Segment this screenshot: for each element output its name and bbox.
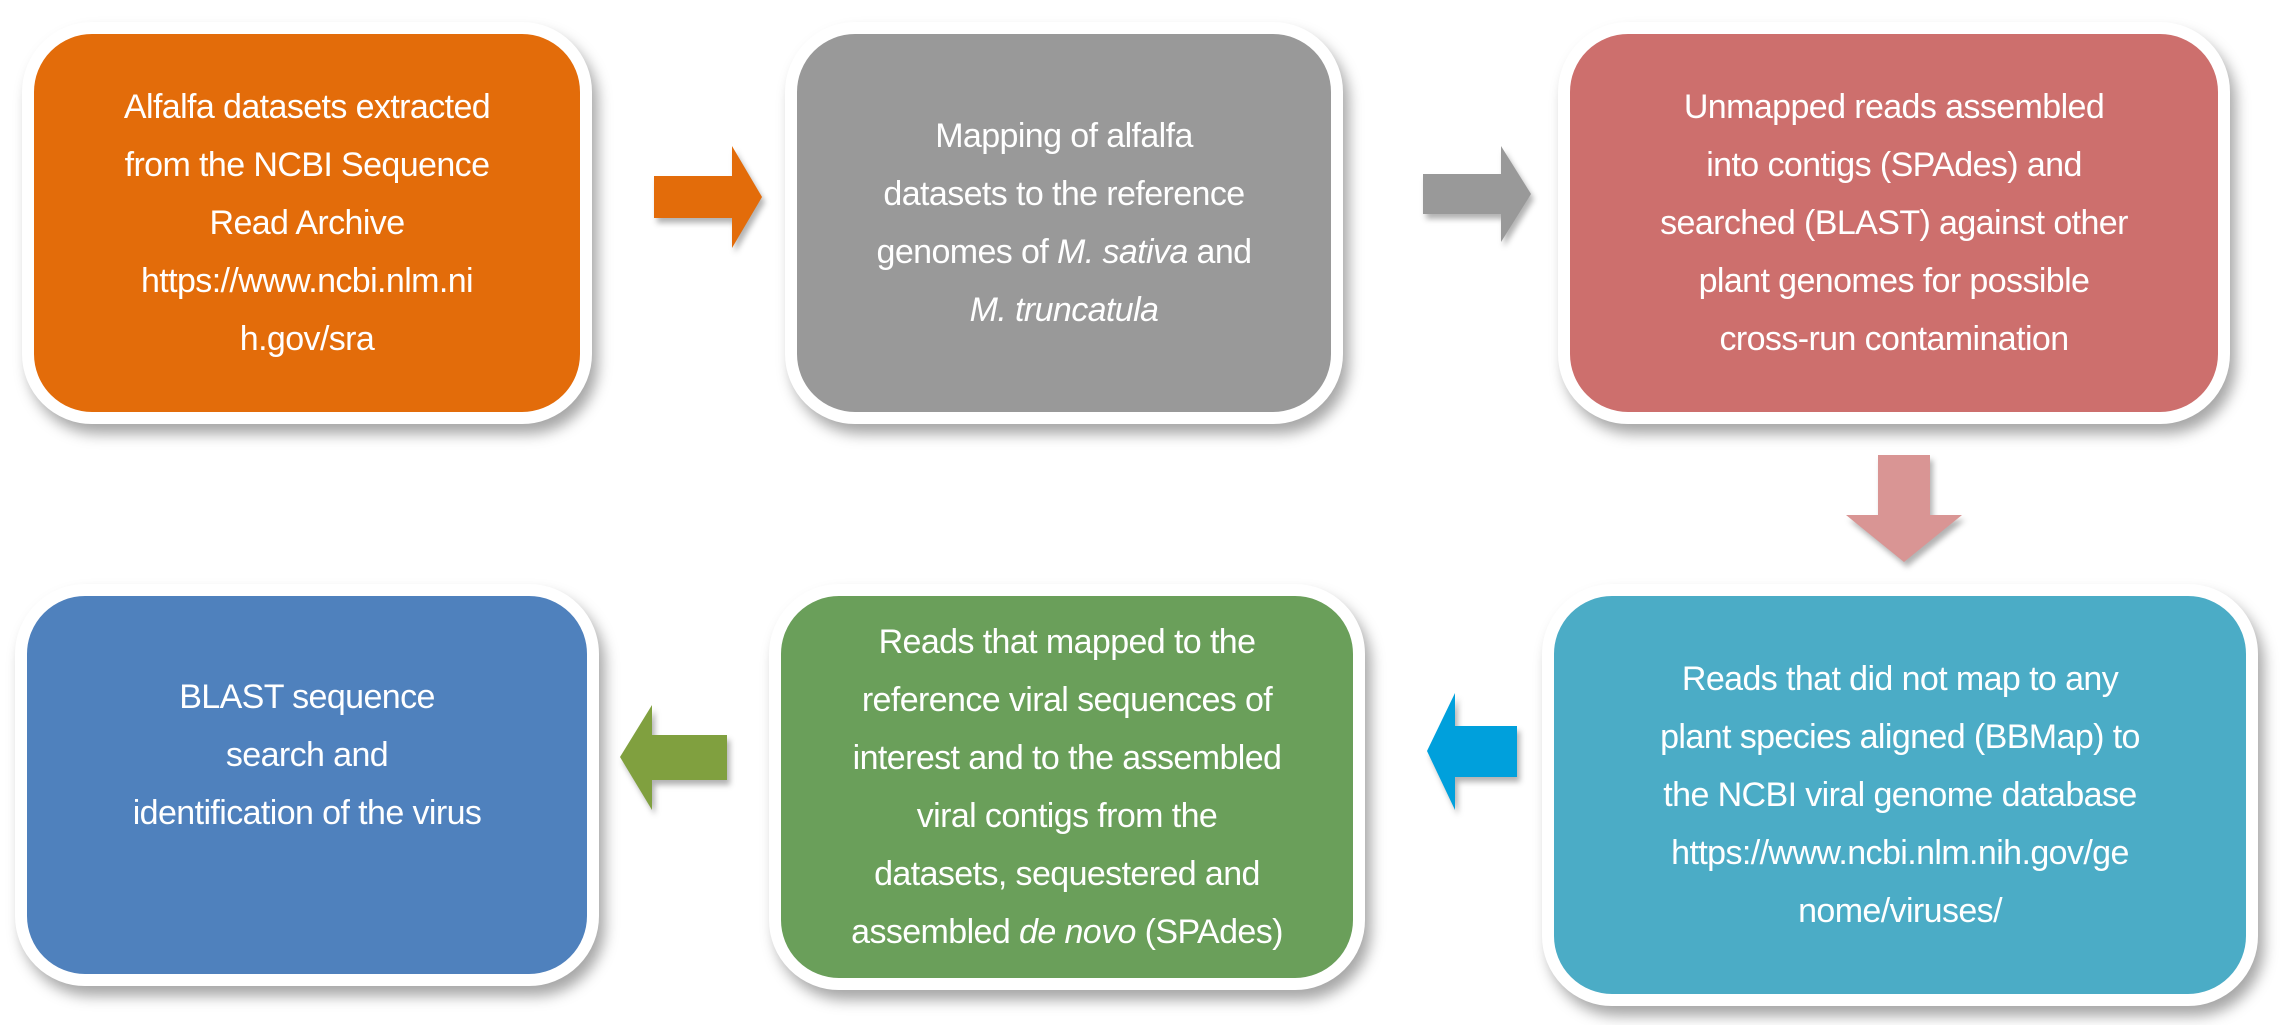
arrow-right-icon: [654, 146, 762, 248]
step-text-line: Reads that mapped to the: [879, 613, 1256, 671]
step-unmapped-assembly: Unmapped reads assembled into contigs (SP…: [1558, 22, 2230, 424]
text: cross-run contamination: [1719, 320, 2069, 358]
arrow-right-icon: [1423, 146, 1531, 242]
step-text-line: reference viral sequences of: [861, 671, 1273, 729]
text: Reads that did not map to any: [1681, 660, 2119, 698]
step-text-line: assembled de novo (SPAdes): [851, 903, 1283, 961]
step-text-line: datasets to the reference: [883, 165, 1245, 223]
text: and: [1187, 233, 1253, 271]
italic-text: M. sativa: [1057, 233, 1188, 271]
step-text-line: interest and to the assembled: [853, 729, 1282, 787]
text: Alfalfa datasets extracted: [123, 88, 491, 126]
text: interest and to the assembled: [852, 739, 1282, 777]
text: datasets, sequestered and: [874, 855, 1260, 893]
step-text-line: https://www.ncbi.nlm.nih.gov/ge: [1671, 824, 2129, 882]
step-text-line: plant genomes for possible: [1699, 252, 2090, 310]
step-text-line: Alfalfa datasets extracted: [123, 78, 491, 136]
step-text-line: Read Archive: [209, 194, 405, 252]
arrow-left-icon: [620, 705, 727, 810]
step-text-line: viral contigs from the: [916, 787, 1218, 845]
text: h.gov/sra: [239, 320, 375, 358]
step-denovo-assembly: Reads that mapped to the reference viral …: [769, 584, 1365, 990]
text: search and: [225, 736, 389, 774]
text: from the NCBI Sequence: [124, 146, 490, 184]
step-text-line: search and: [225, 726, 389, 784]
text: Read Archive: [209, 204, 405, 242]
step-text-line: cross-run contamination: [1719, 310, 2069, 368]
text: plant genomes for possible: [1698, 262, 2090, 300]
text: the NCBI viral genome database: [1663, 776, 2137, 814]
text: Reads that mapped to the: [878, 623, 1256, 661]
text: BLAST sequence: [179, 678, 435, 716]
step-text-line: from the NCBI Sequence: [125, 136, 490, 194]
arrow-left-icon: [1427, 693, 1517, 810]
text: nome/viruses/: [1798, 892, 2002, 930]
step-text-line: M. truncatula: [970, 281, 1159, 339]
step-blast-identification: BLAST sequence search and identification o…: [15, 584, 599, 986]
text: https://www.ncbi.nlm.nih.gov/ge: [1671, 834, 2129, 872]
step-text-line: identification of the virus: [133, 784, 482, 842]
text: searched (BLAST) against other: [1660, 204, 2128, 242]
step-text-line: genomes of M. sativa and: [876, 223, 1253, 281]
step-text-line: searched (BLAST) against other: [1660, 194, 2128, 252]
text: (SPAdes): [1135, 913, 1284, 951]
step-text-line: Unmapped reads assembled: [1683, 78, 2105, 136]
text: viral contigs from the: [916, 797, 1218, 835]
step-text-line: the NCBI viral genome database: [1663, 766, 2137, 824]
step-text-line: https://www.ncbi.nlm.ni: [141, 252, 474, 310]
text: Mapping of alfalfa: [935, 117, 1193, 155]
step-reference-mapping: Mapping of alfalfa datasets to the refere…: [785, 22, 1343, 424]
step-text-line: Mapping of alfalfa: [935, 107, 1193, 165]
step-text-line: plant species aligned (BBMap) to: [1660, 708, 2140, 766]
text: genomes of: [876, 233, 1058, 271]
italic-text: M. truncatula: [969, 291, 1159, 329]
text: assembled: [851, 913, 1020, 951]
text: https://www.ncbi.nlm.ni: [141, 262, 474, 300]
step-text-line: nome/viruses/: [1798, 882, 2002, 940]
step-text-line: Reads that did not map to any: [1681, 650, 2119, 708]
step-text-line: h.gov/sra: [239, 310, 375, 368]
step-text-line: into contigs (SPAdes) and: [1706, 136, 2082, 194]
text: reference viral sequences of: [861, 681, 1273, 719]
step-text-line: datasets, sequestered and: [874, 845, 1260, 903]
step-text-line: BLAST sequence: [179, 668, 435, 726]
text: into contigs (SPAdes) and: [1706, 146, 2082, 184]
arrow-down-icon: [1846, 455, 1962, 562]
text: plant species aligned (BBMap) to: [1660, 718, 2140, 756]
step-viral-alignment: Reads that did not map to any plant speci…: [1542, 584, 2258, 1006]
italic-text: de novo: [1019, 913, 1136, 951]
text: identification of the virus: [132, 794, 482, 832]
text: datasets to the reference: [883, 175, 1245, 213]
step-sra-extraction: Alfalfa datasets extracted from the NCBI …: [22, 22, 592, 424]
text: Unmapped reads assembled: [1683, 88, 2105, 126]
